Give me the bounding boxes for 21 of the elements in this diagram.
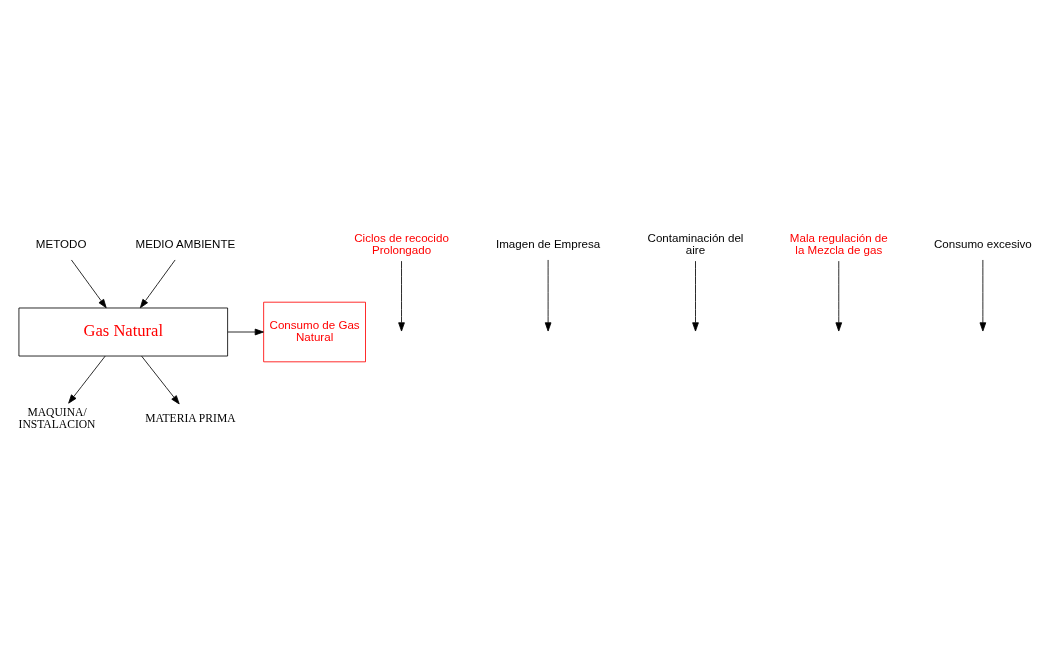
node-text: Contaminación del aire [647,231,744,257]
arrow [398,260,405,332]
node-text: MATERIA PRIMA [145,412,236,426]
node-text: MAQUINA/ INSTALACION [18,405,96,432]
node-text: Imagen de Empresa [495,238,601,251]
node-text: Ciclos de recocido Prolongado [354,231,449,257]
arrow [979,259,987,332]
arrow [227,328,264,336]
node-text: MEDIO AMBIENTE [135,238,236,251]
node-text: METODO [35,238,87,251]
arrow [544,259,552,332]
arrow [835,260,843,332]
node-text: Consumo excesivo [933,238,1032,251]
arrow [141,355,180,405]
node-text: Mala regulación de la Mezcla de gas [789,231,888,257]
arrow [71,259,107,309]
arrow [68,355,106,404]
arrow [139,259,176,309]
arrow [692,260,699,332]
node-box: Consumo de Gas Natural [263,301,366,363]
node-box: Gas Natural [18,307,229,357]
